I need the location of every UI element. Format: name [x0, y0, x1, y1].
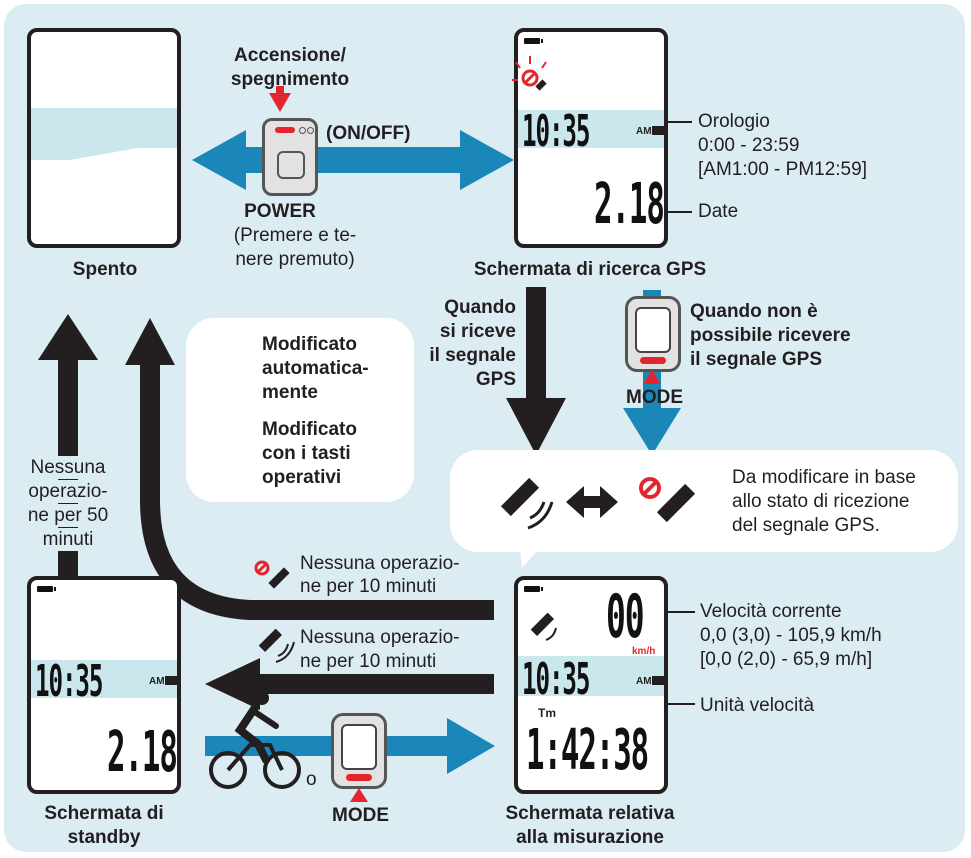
gps-change-1: Da modificare in base	[732, 467, 916, 488]
idle-50-3: ne per 50	[18, 504, 118, 527]
gps-change-2: allo stato di ricezione	[732, 491, 910, 512]
power-title-1: Accensione/	[234, 45, 346, 66]
gps-status-panel	[450, 450, 958, 552]
mode-label-top: MODE	[626, 387, 683, 408]
gps-change-3: del segnale GPS.	[732, 515, 880, 536]
date-label: Date	[698, 201, 739, 222]
envelope-icon	[165, 676, 177, 685]
lcd-band	[31, 108, 177, 148]
legend-manual-1: Modificato	[262, 419, 357, 440]
not-received-3: il segnale GPS	[690, 349, 822, 370]
idle-10-no-gps-1: Nessuna operazio-	[300, 553, 460, 574]
current-speed-label: Velocità corrente	[700, 601, 842, 622]
measure-clock-display: 10:35	[522, 654, 590, 705]
mode-label-bottom: MODE	[332, 805, 389, 826]
idle-50-2: operazio-	[18, 480, 118, 503]
elapsed-time-display: 1:42:38	[526, 718, 649, 783]
ampm-indicator: AM	[149, 676, 165, 687]
no-gps-blinking-icon	[512, 56, 547, 91]
legend-manual-3: operativi	[262, 467, 342, 488]
switch-double-arrow-icon	[566, 486, 618, 518]
gps-signal-icon	[500, 477, 554, 530]
not-received-1: Quando non è	[690, 301, 818, 322]
measure-to-standby-arrow	[205, 658, 494, 710]
power-title-2: spegnimento	[230, 69, 350, 90]
clock-range-12h: [AM1:00 - PM12:59]	[698, 159, 867, 180]
idle-10-gps-2: ne per 10 minuti	[300, 651, 437, 672]
gps-received-arrow	[506, 287, 566, 455]
battery-icon	[524, 38, 543, 44]
measurement-screen: 00 km/h 10:35 AM Tm 1:42:38	[514, 576, 668, 794]
speed-unit-label: Unità velocità	[700, 695, 815, 716]
speed-range-kmh: 0,0 (3,0) - 105,9 km/h	[700, 625, 882, 646]
standby-date-display: 2.18	[107, 720, 178, 785]
gps-search-screen: 10:35 AM 2.18	[512, 28, 668, 248]
off-screen-label: Spento	[72, 259, 138, 280]
ampm-indicator: AM	[636, 676, 652, 687]
gps-search-label: Schermata di ricerca GPS	[473, 259, 707, 280]
standby-to-off-arrow	[38, 314, 98, 594]
when-received-2: si riceve	[439, 321, 516, 342]
battery-icon	[37, 586, 56, 592]
measurement-label-1: Schermata relativa	[505, 803, 675, 824]
press-hold-1: (Premere e te-	[233, 225, 357, 246]
gps-date-display: 2.18	[594, 172, 665, 237]
speed-range-mph: [0,0 (2,0) - 65,9 m/h]	[700, 649, 873, 670]
on-off-double-arrow	[192, 130, 514, 190]
legend-auto-3: mente	[262, 382, 318, 403]
tm-indicator: Tm	[538, 706, 556, 720]
idle-10-gps-1: Nessuna operazio-	[300, 627, 460, 648]
standby-label-1: Schermata di	[44, 803, 164, 824]
measurement-label-2: alla misurazione	[516, 827, 664, 848]
legend-manual-2: con i tasti	[262, 443, 351, 464]
ampm-indicator: AM	[636, 126, 652, 137]
speed-display: 00	[606, 582, 645, 652]
power-device	[262, 118, 318, 196]
gps-signal-small-icon	[258, 628, 295, 663]
press-hold-2: nere premuto)	[235, 249, 355, 270]
envelope-icon	[652, 126, 664, 135]
battery-icon	[524, 586, 543, 592]
envelope-icon	[652, 676, 664, 685]
idle-50-1: Nessuna	[18, 456, 118, 479]
speed-unit-blinking: km/h	[632, 646, 656, 657]
on-off-label: (ON/OFF)	[326, 123, 411, 144]
no-gps-icon	[639, 477, 696, 523]
mode-device-bottom	[331, 713, 387, 789]
when-received-4: GPS	[475, 369, 516, 390]
clock-label: Orologio	[698, 111, 770, 132]
mode-device-top	[625, 296, 681, 372]
power-button-label: POWER	[244, 201, 316, 222]
legend-auto-2: automatica-	[262, 358, 369, 379]
legend-auto-1: Modificato	[262, 334, 357, 355]
when-received-1: Quando	[444, 297, 516, 318]
when-received-3: il segnale	[429, 345, 516, 366]
idle-10-no-gps-2: ne per 10 minuti	[300, 576, 437, 597]
gps-clock-display: 10:35	[522, 106, 590, 157]
idle-50-4: minuti	[18, 528, 118, 551]
off-screen	[27, 28, 181, 248]
no-gps-small-icon	[254, 560, 290, 589]
legend-panel	[186, 318, 414, 502]
clock-range-24h: 0:00 - 23:59	[698, 135, 800, 156]
not-received-2: possibile ricevere	[690, 325, 851, 346]
standby-screen: 10:35 AM 2.18	[27, 576, 181, 794]
gps-signal-icon	[530, 612, 557, 641]
standby-label-2: standby	[67, 827, 141, 848]
standby-clock-display: 10:35	[35, 656, 103, 707]
or-label: o	[306, 769, 317, 790]
